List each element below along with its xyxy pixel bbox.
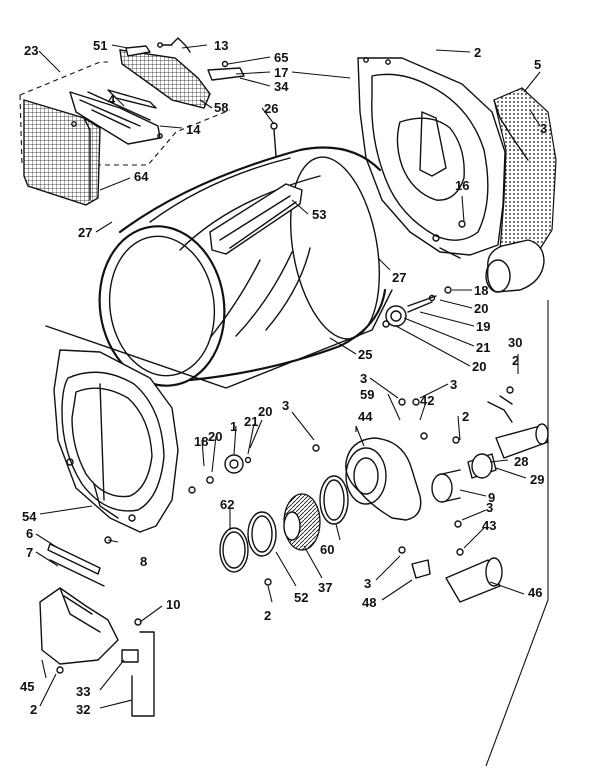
callout-20c: 20 <box>208 429 222 444</box>
callout-44: 44 <box>358 409 373 424</box>
lint-screen <box>23 99 101 206</box>
callout-42: 42 <box>420 393 434 408</box>
rear-exhaust-duct <box>486 239 545 293</box>
callout-59: 59 <box>360 387 374 402</box>
callout-13: 13 <box>214 38 228 53</box>
toe-panel <box>39 587 119 665</box>
front-bearing <box>224 454 244 474</box>
drum-front-rim <box>98 225 226 387</box>
callout-6: 6 <box>26 526 33 541</box>
door-seal-rail <box>47 543 101 575</box>
callout-37: 37 <box>318 580 332 595</box>
callout-46: 46 <box>528 585 542 600</box>
blower-assembly <box>219 386 549 603</box>
callout-20b: 20 <box>472 359 486 374</box>
callout-18a: 18 <box>474 283 488 298</box>
front-seal <box>219 527 249 573</box>
callout-21a: 21 <box>476 340 490 355</box>
callout-18b: 18 <box>194 434 208 449</box>
callout-2c: 2 <box>462 409 469 424</box>
callout-2a: 2 <box>474 45 481 60</box>
callout-48: 48 <box>362 595 376 610</box>
callout-43: 43 <box>482 518 496 533</box>
front-bulkhead <box>53 349 252 544</box>
lower-front-parts <box>39 543 155 717</box>
callout-30: 30 <box>508 335 522 350</box>
callout-7: 7 <box>26 545 33 560</box>
callout-17: 17 <box>274 65 288 80</box>
callout-2b: 2 <box>512 353 519 368</box>
callout-3a: 3 <box>540 121 547 136</box>
dryer-drum <box>45 122 393 389</box>
callout-3b: 3 <box>360 371 367 386</box>
callout-labels: 23 51 13 65 17 34 4 14 58 26 64 27 53 27… <box>20 38 547 717</box>
callout-3f: 3 <box>364 576 371 591</box>
callout-28: 28 <box>514 454 528 469</box>
callout-64: 64 <box>134 169 149 184</box>
callout-5: 5 <box>534 57 541 72</box>
callout-62: 62 <box>220 497 234 512</box>
rear-bulkhead <box>357 57 557 293</box>
callout-3e: 3 <box>486 500 493 515</box>
callout-32: 32 <box>76 702 90 717</box>
callout-45: 45 <box>20 679 34 694</box>
callout-29: 29 <box>530 472 544 487</box>
callout-2d: 2 <box>264 608 271 623</box>
callout-1: 1 <box>230 419 237 434</box>
callout-14: 14 <box>186 122 201 137</box>
callout-23: 23 <box>24 43 38 58</box>
blower-wheel-ring <box>247 511 277 557</box>
callout-27b: 27 <box>392 270 406 285</box>
callout-51: 51 <box>93 38 107 53</box>
lint-filter-assembly <box>19 37 245 206</box>
callout-34: 34 <box>274 79 289 94</box>
callout-52: 52 <box>294 590 308 605</box>
callout-58: 58 <box>214 100 228 115</box>
callout-54: 54 <box>22 509 37 524</box>
rear-bearing-kit <box>382 286 452 328</box>
callout-16: 16 <box>455 178 469 193</box>
callout-33: 33 <box>76 684 90 699</box>
leader-lines <box>35 44 549 767</box>
callout-53: 53 <box>312 207 326 222</box>
callout-20d: 20 <box>258 404 272 419</box>
callout-21b: 21 <box>244 414 258 429</box>
callout-26: 26 <box>264 101 278 116</box>
callout-19: 19 <box>476 319 490 334</box>
callout-60: 60 <box>320 542 334 557</box>
lint-assembly-outline <box>19 61 231 166</box>
callout-2e: 2 <box>30 702 37 717</box>
callout-4: 4 <box>108 92 116 107</box>
callout-65: 65 <box>274 50 288 65</box>
blower-outlet-duct <box>431 473 453 503</box>
callout-10: 10 <box>166 597 180 612</box>
rear-bulkhead-panel <box>357 57 506 256</box>
lint-duct-grille <box>119 49 211 109</box>
callout-20a: 20 <box>474 301 488 316</box>
blower-seal <box>319 475 349 525</box>
callout-8: 8 <box>140 554 147 569</box>
front-bulkhead-panel <box>53 349 179 533</box>
callout-25: 25 <box>358 347 372 362</box>
callout-9: 9 <box>488 490 495 505</box>
callout-3d: 3 <box>282 398 289 413</box>
callout-27a: 27 <box>78 225 92 240</box>
drum-baffle <box>209 183 303 255</box>
callout-3c: 3 <box>450 377 457 392</box>
